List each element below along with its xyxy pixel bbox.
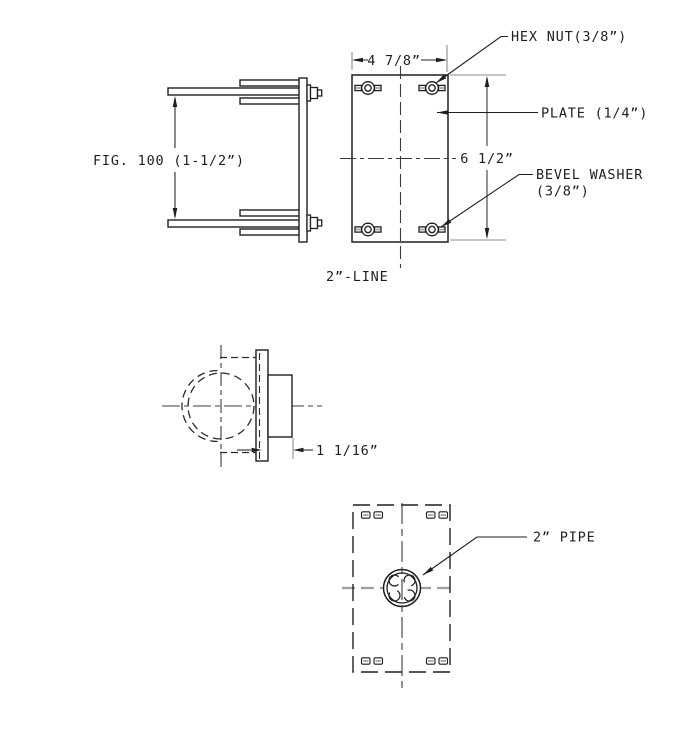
plan-view (342, 503, 453, 693)
offset-dimension-text: 1 1/16” (316, 443, 379, 459)
plate-edge (298, 77, 308, 243)
clamp-plate-section (255, 349, 269, 462)
bevel-washer-label-line1: BEVEL WASHER (536, 167, 643, 183)
slot-bottom-left (360, 656, 384, 666)
pipe-label: 2” PIPE (533, 530, 596, 546)
pipe-hidden-circle (187, 372, 255, 440)
bevel-washer-label-line2: (3/8”) (536, 184, 590, 200)
plate-callout: PLATE (1/4”) (437, 106, 648, 122)
bolt-side-top (306, 84, 323, 102)
grip-arc-sw (388, 589, 401, 602)
hex-nut-label: HEX NUT(3/8”) (511, 29, 627, 45)
clamp-rod-bottom-upper (239, 209, 301, 217)
hex-nut-callout: HEX NUT(3/8”) (435, 29, 627, 84)
pipe-callout: 2” PIPE (422, 530, 596, 576)
plate-label: PLATE (1/4”) (541, 106, 648, 122)
front-view (340, 66, 456, 268)
slot-bottom-right (425, 656, 449, 666)
clamp-rod-bottom-lower (239, 228, 301, 236)
bolt-side-bottom (306, 214, 323, 232)
clamp-bar-bottom (167, 219, 301, 228)
side-dimension (172, 96, 178, 219)
side-view (167, 77, 323, 243)
height-dimension: 6 1/2” (450, 74, 514, 241)
line-size-label: 2”-LINE (326, 269, 389, 285)
clamp-rod-top-upper (239, 79, 301, 87)
slot-top-right (425, 510, 449, 520)
height-dimension-text: 6 1/2” (460, 151, 514, 167)
bevel-washer-callout: BEVEL WASHER (3/8”) (440, 167, 643, 228)
bevel-hidden-arc (181, 369, 218, 443)
slot-top-left (360, 510, 384, 520)
offset-dimension: 1 1/16” (237, 438, 379, 459)
grip-arc-nw (388, 574, 401, 587)
clamp-bar-top (167, 87, 301, 96)
width-dimension: 4 7/8” (351, 45, 448, 72)
hub-section (267, 374, 293, 438)
section-view (162, 345, 322, 470)
fig-label: FIG. 100 (1-1/2”) (93, 153, 245, 169)
width-dimension-text: 4 7/8” (367, 53, 421, 69)
clamp-rod-top-lower (239, 97, 301, 105)
grip-arc-ne (403, 574, 416, 587)
grip-arc-se (403, 589, 416, 602)
